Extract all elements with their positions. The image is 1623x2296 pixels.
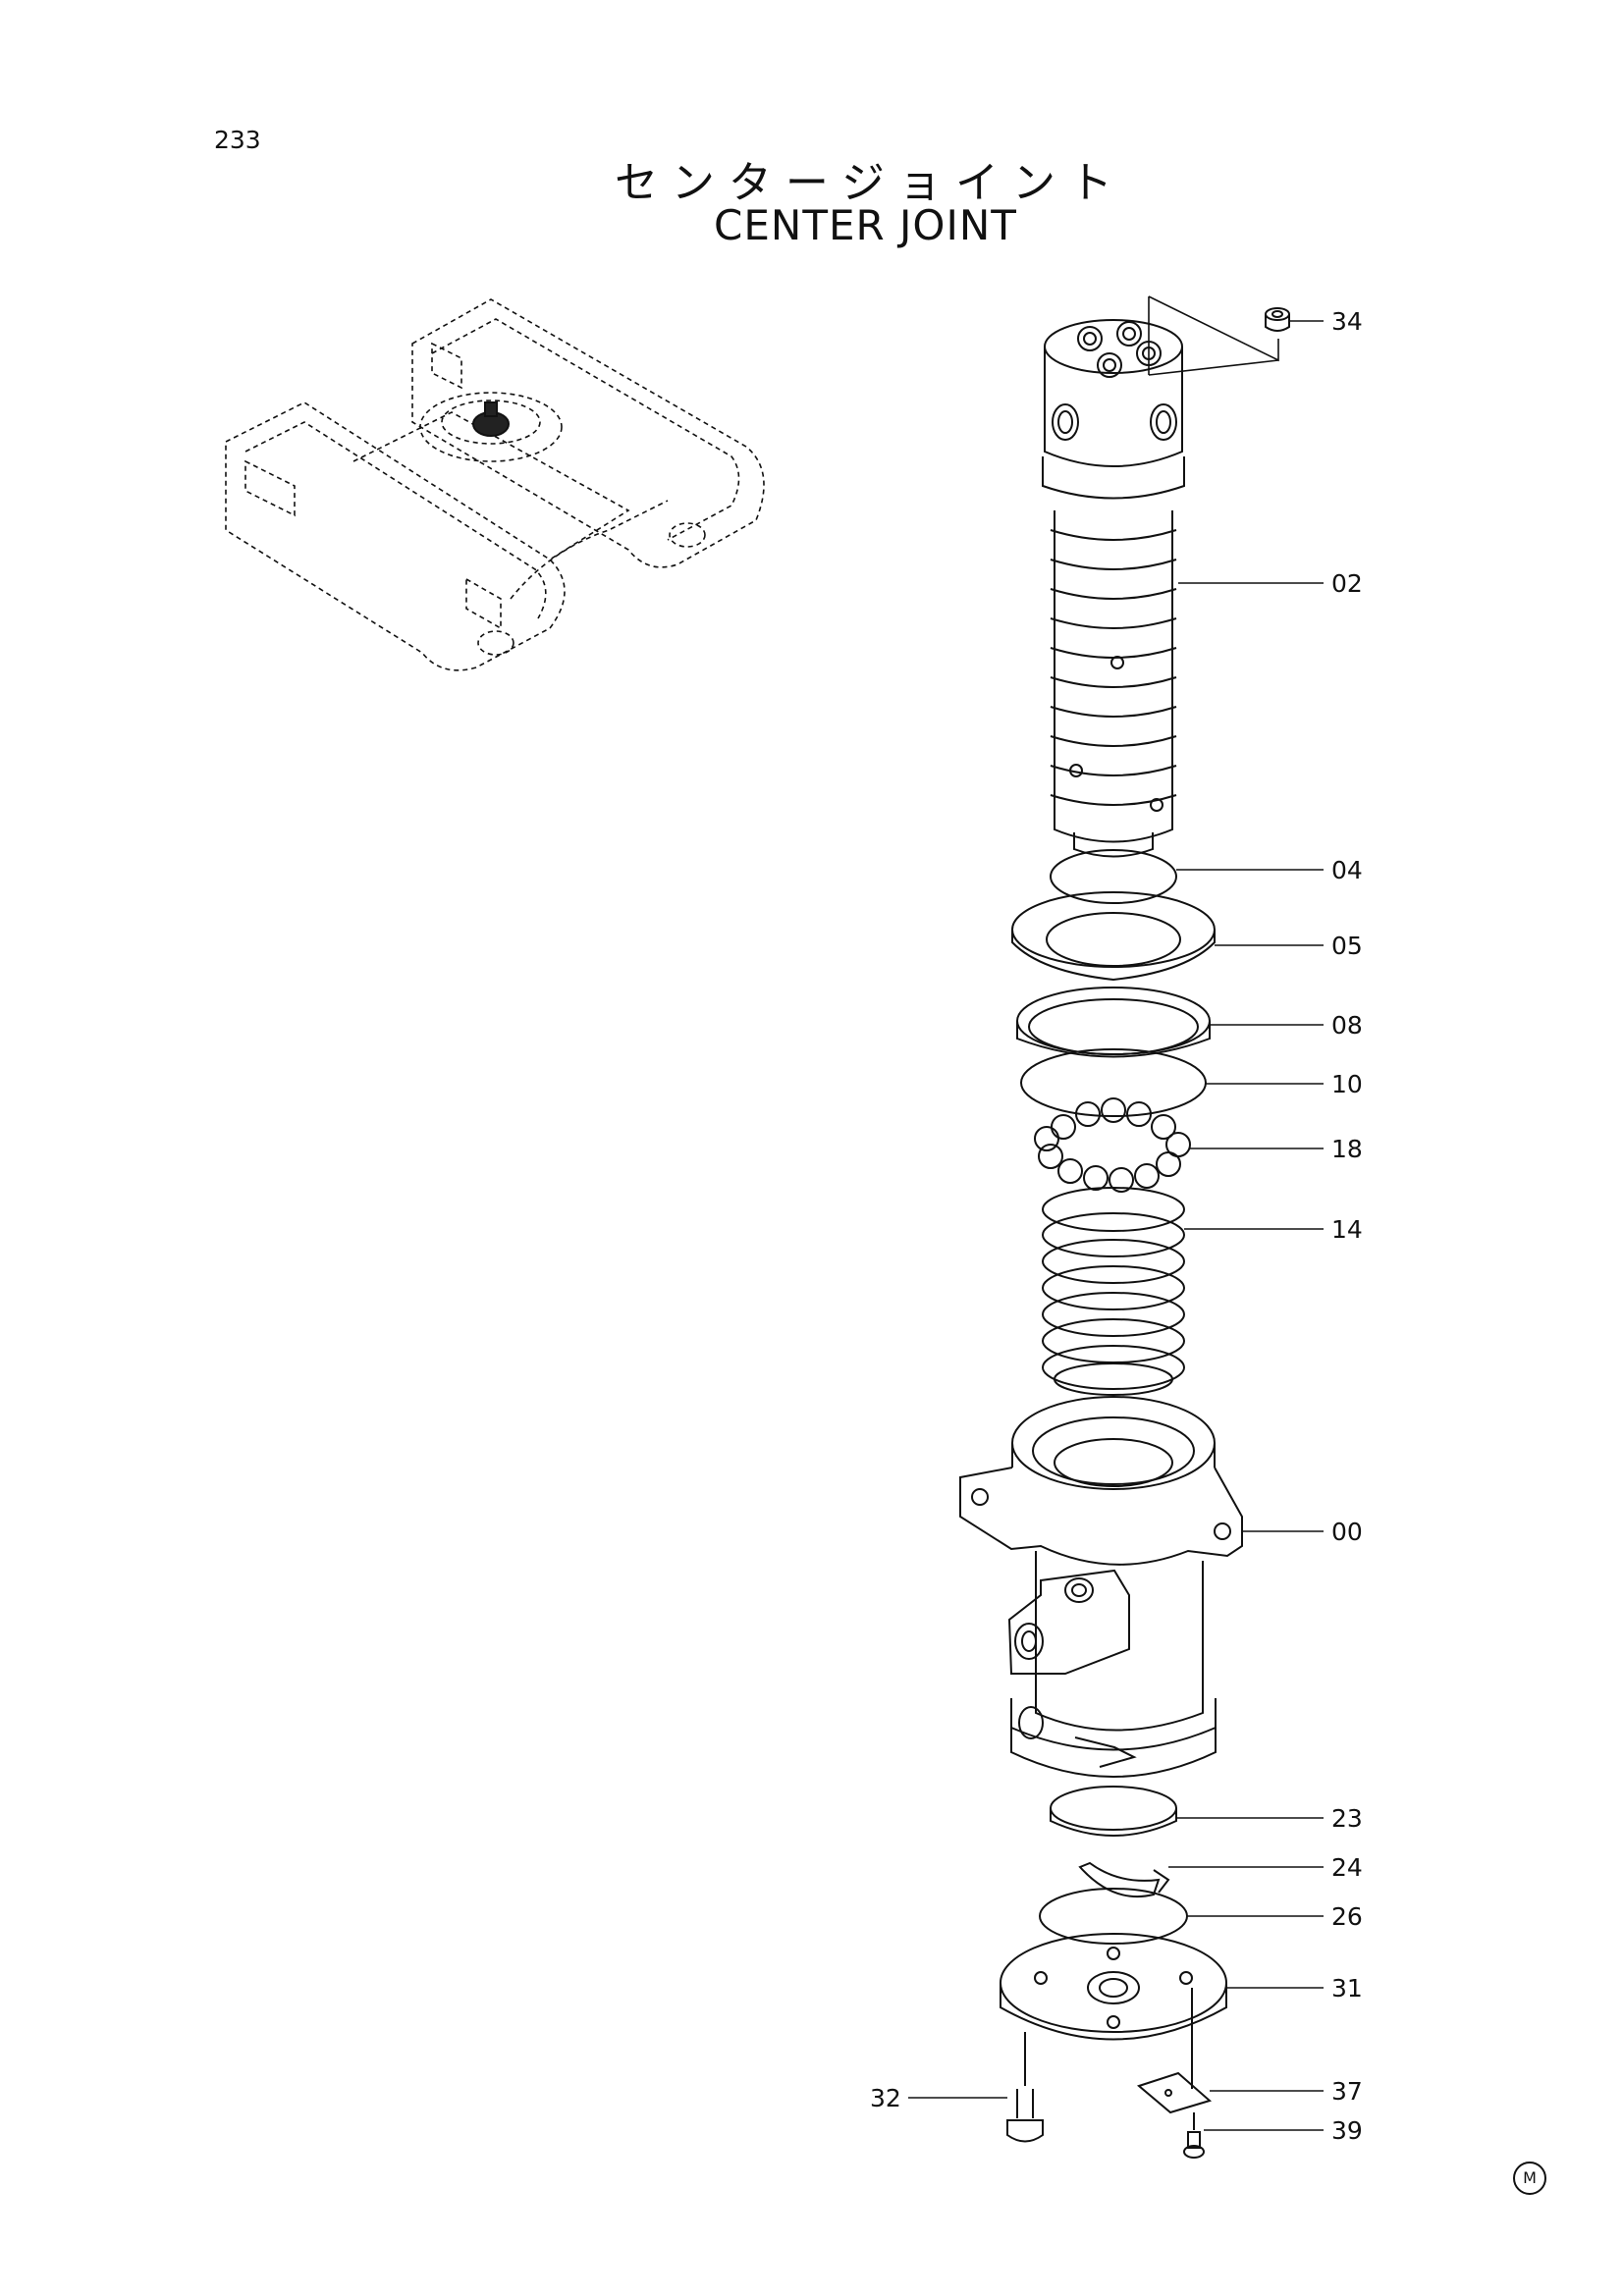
- corner-mark-badge: M: [1513, 2162, 1546, 2195]
- part-label-31: 31: [1331, 1974, 1363, 2002]
- spindle-02-icon: [1042, 319, 1185, 858]
- plate-05-icon: [1011, 891, 1216, 982]
- part-label-26: 26: [1331, 1902, 1363, 1931]
- snap-ring-24-icon: [1078, 1861, 1170, 1898]
- plate-23-icon: [1050, 1786, 1177, 1837]
- ring-10-icon: [1020, 1048, 1207, 1117]
- part-label-24: 24: [1331, 1853, 1363, 1882]
- part-label-02: 02: [1331, 569, 1363, 598]
- part-label-34: 34: [1331, 307, 1363, 336]
- part-label-18: 18: [1331, 1135, 1363, 1163]
- bolt-32-icon: [1006, 2032, 1044, 2143]
- center-joint-thumbnail-icon: [472, 401, 510, 437]
- part-label-04: 04: [1331, 856, 1363, 884]
- part-label-10: 10: [1331, 1070, 1363, 1098]
- part-label-32: 32: [870, 2084, 901, 2112]
- part-label-14: 14: [1331, 1215, 1363, 1244]
- undercarriage-thumbnail: [225, 298, 765, 671]
- part-label-05: 05: [1331, 932, 1363, 960]
- o-ring-04-icon: [1050, 849, 1177, 904]
- part-label-08: 08: [1331, 1011, 1363, 1040]
- plug-34-icon: [1265, 307, 1290, 332]
- title-english: CENTER JOINT: [714, 201, 1017, 249]
- o-ring-26-icon: [1039, 1888, 1188, 1945]
- part-labels: 34 02 04 05 08 10 18 14 00 23 24 26 31 3…: [870, 307, 1363, 2145]
- title-japanese: センタージョイント: [614, 158, 1127, 208]
- page-number: 233: [214, 126, 261, 154]
- body-00-icon: [959, 1396, 1243, 1778]
- screw-39-icon: [1183, 2112, 1205, 2159]
- leader-lines: [908, 320, 1324, 2131]
- cover-31-icon: [1000, 1933, 1227, 2041]
- bearing-balls-18-icon: [1034, 1097, 1191, 1193]
- part-label-23: 23: [1331, 1804, 1363, 1833]
- part-label-00: 00: [1331, 1518, 1363, 1546]
- plate-37-icon: [1136, 1988, 1213, 2114]
- seal-08-icon: [1016, 987, 1211, 1058]
- part-label-39: 39: [1331, 2116, 1363, 2145]
- seal-stack-14-icon: [1042, 1187, 1185, 1396]
- part-label-37: 37: [1331, 2077, 1363, 2106]
